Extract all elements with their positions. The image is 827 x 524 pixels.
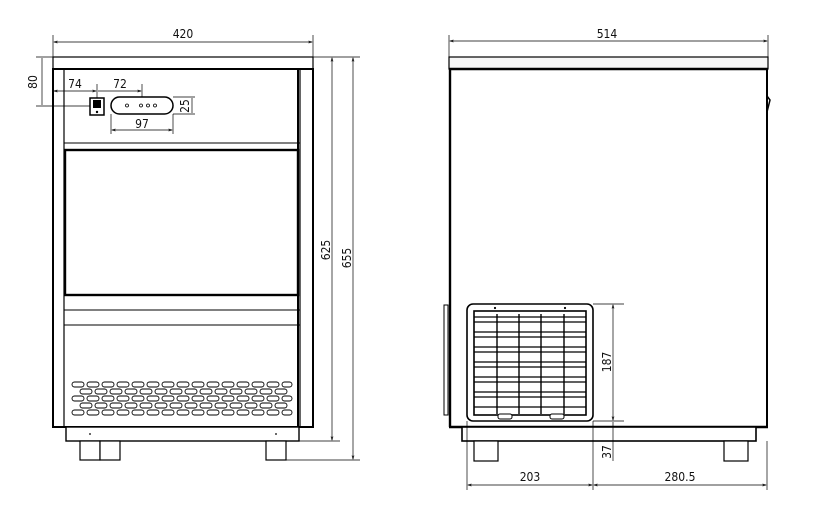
power-switch (89, 97, 105, 116)
front-top-lid (52, 56, 314, 70)
side-vent-panel (466, 303, 594, 422)
dim-panel-width: 97 (135, 117, 149, 131)
front-view: 420 80 74 72 25 97 625 655 (26, 27, 360, 461)
side-top-lid (448, 56, 769, 70)
dim-vent-height: 187 (600, 352, 614, 373)
dim-vent-bottom: 37 (600, 445, 614, 459)
side-feet (473, 440, 749, 462)
dim-front-segment: 203 (520, 470, 541, 484)
dim-front-top-offset: 80 (26, 75, 40, 89)
dim-total-height: 655 (340, 248, 354, 269)
control-panel (110, 96, 174, 115)
side-hinge-strip (443, 304, 449, 416)
front-door (63, 148, 300, 297)
dim-side-depth: 514 (597, 27, 618, 41)
dim-panel-offset: 72 (113, 77, 127, 91)
front-feet (79, 440, 287, 461)
dim-switch-offset: 74 (68, 77, 82, 91)
front-vent-grille (71, 381, 293, 416)
side-view: 514 187 37 203 280.5 (443, 27, 771, 490)
dim-rear-segment: 280.5 (665, 470, 696, 484)
dim-panel-height: 25 (178, 99, 192, 113)
front-base (65, 426, 300, 442)
side-base (461, 426, 757, 442)
dim-front-width: 420 (173, 27, 194, 41)
side-handle (766, 95, 771, 113)
dim-body-height: 625 (319, 240, 333, 261)
